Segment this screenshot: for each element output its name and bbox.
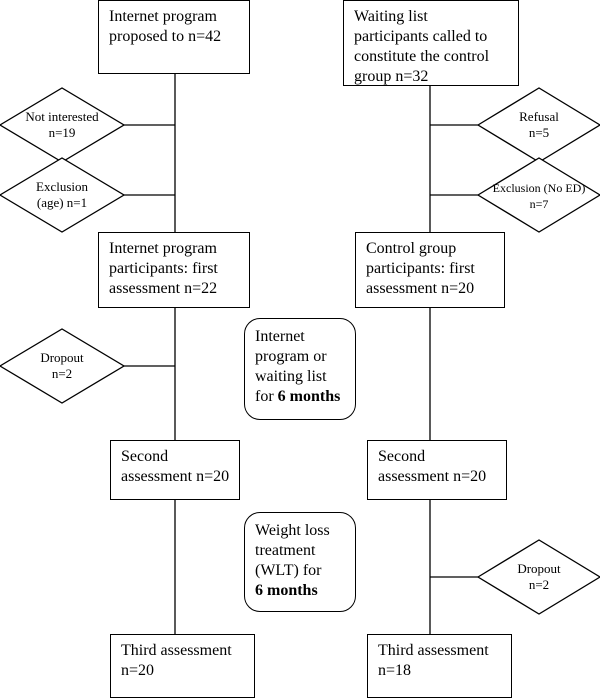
left-box-proposed: Internet program proposed to n=42: [98, 0, 250, 74]
left-box-first-assessment-text: Internet program participants: first ass…: [109, 240, 218, 297]
decision-left-dropout-label: Dropout n=2: [40, 350, 84, 381]
left-box-third-assessment: Third assessment n=20: [110, 634, 255, 698]
decision-not-interested-label: Not interested n=19: [25, 109, 99, 140]
decision-exclusion-noed-diamond: [476, 157, 600, 233]
right-box-waiting-list-text: Waiting list participants called to cons…: [354, 8, 490, 85]
decision-exclusion-noed-label: Exclusion (No ED) n=7: [492, 181, 586, 211]
right-box-first-assessment: Control group participants: first assess…: [355, 232, 505, 308]
phase2-duration: 6 months: [255, 582, 318, 599]
decision-left-dropout-diamond: [0, 328, 126, 404]
left-box-third-assessment-text: Third assessment n=20: [121, 642, 232, 679]
decision-refusal-label: Refusal n=5: [519, 109, 559, 140]
decision-exclusion-age-label: Exclusion (age) n=1: [36, 179, 88, 210]
decision-right-dropout-diamond: [476, 539, 600, 615]
right-box-second-assessment: Second assessment n=20: [367, 440, 507, 500]
phase1-text: Internet program or waiting list for: [255, 328, 327, 405]
right-box-second-assessment-text: Second assessment n=20: [378, 448, 487, 485]
right-box-waiting-list: Waiting list participants called to cons…: [343, 0, 519, 86]
phase1-duration: 6 months: [277, 388, 341, 405]
decision-exclusion-age-diamond: [0, 157, 126, 233]
left-box-proposed-text: Internet program proposed to n=42: [109, 8, 222, 45]
left-box-second-assessment-text: Second assessment n=20: [121, 448, 230, 485]
right-box-third-assessment-text: Third assessment n=18: [378, 642, 489, 679]
right-box-first-assessment-text: Control group participants: first assess…: [366, 240, 475, 297]
phase1-box: Internet program or waiting list for 6 m…: [244, 318, 356, 420]
decision-right-dropout-label: Dropout n=2: [517, 561, 561, 592]
decision-not-interested-diamond: [0, 87, 126, 163]
left-box-second-assessment: Second assessment n=20: [110, 440, 240, 500]
decision-refusal-diamond: [476, 87, 600, 163]
left-box-first-assessment: Internet program participants: first ass…: [98, 232, 250, 308]
right-box-third-assessment: Third assessment n=18: [367, 634, 512, 698]
phase2-text: Weight loss treatment (WLT) for: [255, 522, 330, 579]
phase2-box: Weight loss treatment (WLT) for 6 months: [244, 512, 356, 612]
